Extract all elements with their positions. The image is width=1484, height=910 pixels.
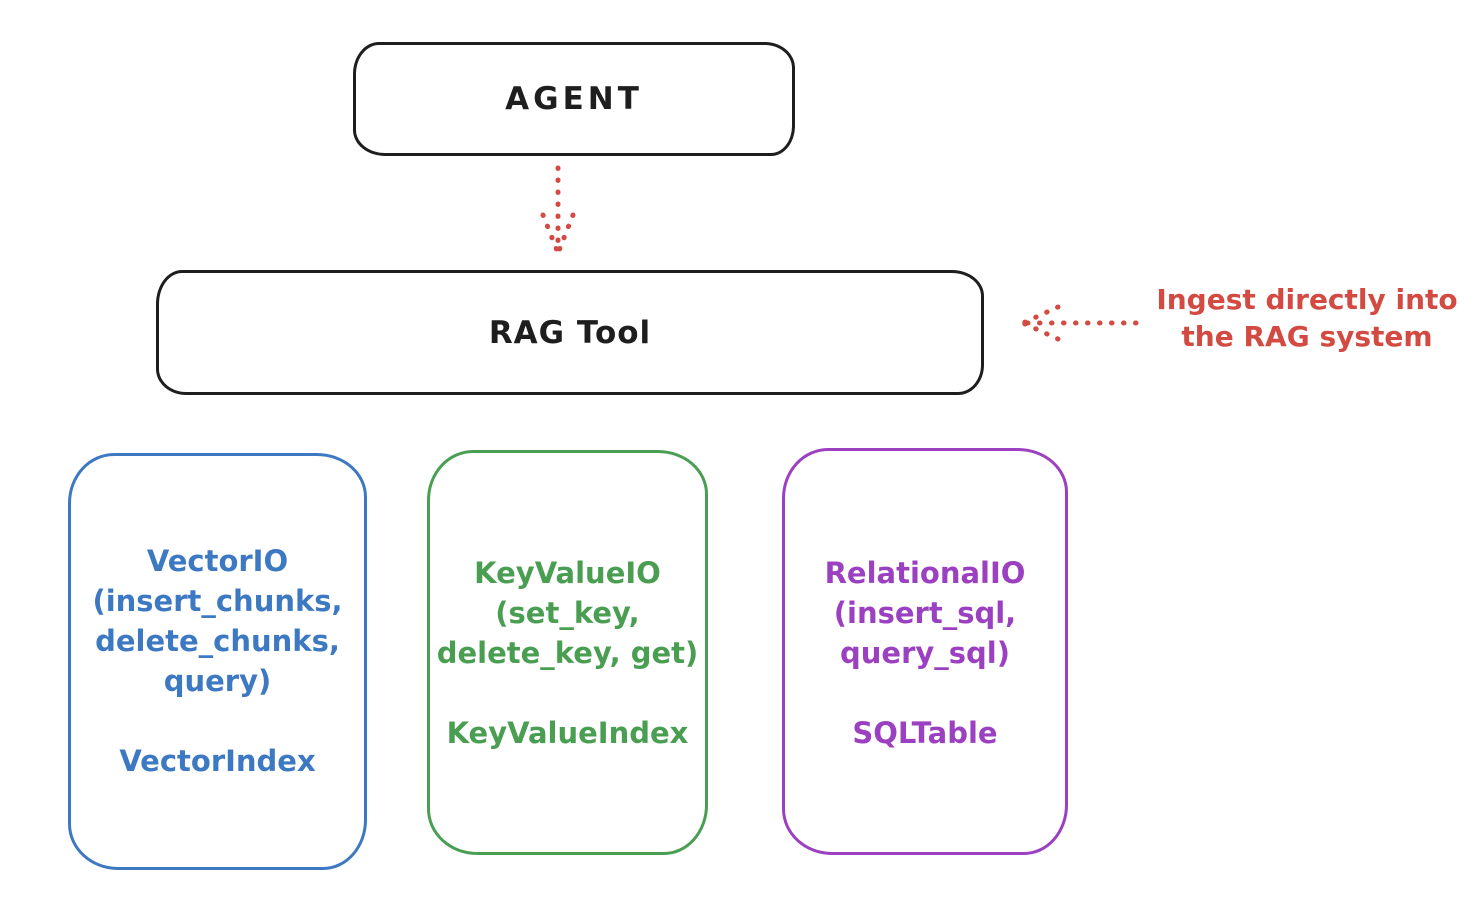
- relational-io-title: RelationalIO: [824, 556, 1026, 590]
- vector-io-title: VectorIO: [146, 544, 289, 578]
- dotted-arrow-left-icon: [1020, 304, 1139, 342]
- rag-tool-box: RAG Tool: [156, 270, 984, 395]
- agent-label: AGENT: [505, 81, 643, 117]
- dotted-arrow-down-icon: [540, 165, 576, 256]
- vector-index-label: VectorIndex: [119, 744, 316, 778]
- vector-io-box: VectorIO (insert_chunks, delete_chunks, …: [68, 453, 367, 870]
- keyvalue-io-box: KeyValueIO (set_key, delete_key, get) Ke…: [427, 450, 708, 855]
- relational-io-box: RelationalIO (insert_sql, query_sql) SQL…: [782, 448, 1068, 855]
- sql-table-label: SQLTable: [852, 716, 998, 750]
- vector-io-methods: (insert_chunks, delete_chunks, query): [92, 584, 343, 698]
- agent-box: AGENT: [353, 42, 795, 156]
- ingest-annotation: Ingest directly into the RAG system: [1156, 283, 1458, 353]
- keyvalue-io-methods: (set_key, delete_key, get): [436, 596, 699, 670]
- keyvalue-index-label: KeyValueIndex: [446, 716, 689, 750]
- rag-tool-label: RAG Tool: [488, 314, 652, 351]
- keyvalue-io-title: KeyValueIO: [474, 556, 661, 590]
- relational-io-methods: (insert_sql, query_sql): [833, 596, 1017, 670]
